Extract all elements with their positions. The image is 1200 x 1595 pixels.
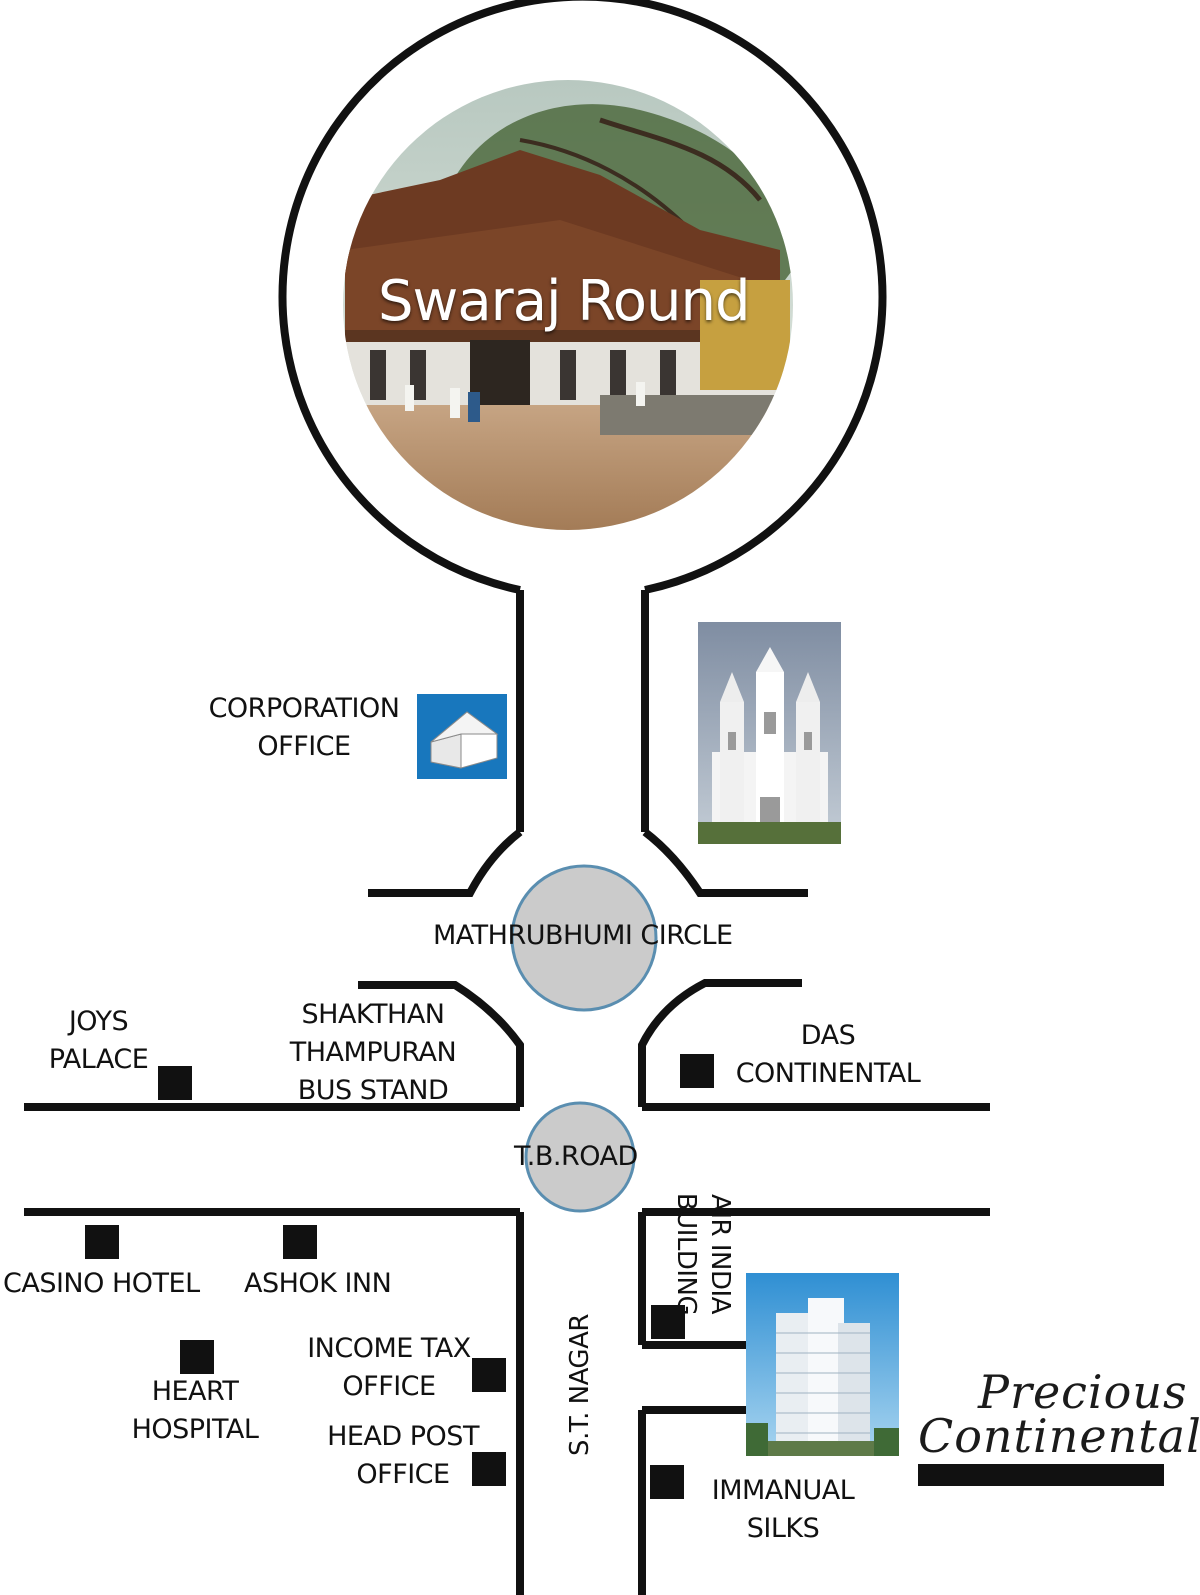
building-icon [417,694,507,779]
das-continental-line2: CONTINENTAL [735,1058,921,1089]
heart-hospital-line2: HOSPITAL [131,1414,259,1445]
tb-road-label: T.B.ROAD [514,1141,638,1172]
apartment-tower-photo [746,1273,899,1456]
heart-hospital-label: HEART HOSPITAL [120,1373,270,1449]
swaraj-round-title: Swaraj Round [378,269,751,334]
shakthan-bus-stand-label: SHAKTHAN THAMPURAN BUS STAND [280,996,466,1110]
immanual-silks-label: IMMANUAL SILKS [698,1472,868,1548]
ashok-inn-marker [283,1225,317,1259]
income-tax-office-label: INCOME TAX OFFICE [300,1330,478,1406]
corporation-office-label: CORPORATION OFFICE [204,690,404,766]
tb-road-roads [24,1103,990,1595]
casino-hotel-label: CASINO HOTEL [3,1268,200,1299]
joys-palace-line1: JOYS [68,1006,129,1037]
shakthan-line2: THAMPURAN [289,1037,457,1068]
joys-palace-label: JOYS PALACE [46,1003,151,1079]
casino-hotel-marker [85,1225,119,1259]
heart-hospital-marker [180,1340,214,1374]
income-tax-marker [472,1358,506,1392]
immanual-silks-line2: SILKS [746,1513,820,1544]
precious-continental-logo: Precious Continental [918,1365,1200,1486]
shakthan-line3: BUS STAND [297,1075,449,1106]
das-continental-marker [680,1054,714,1088]
mathrubhumi-circle-label: MATHRUBHUMI CIRCLE [433,920,733,951]
tb-road-circle [524,1101,636,1213]
head-post-office-label: HEAD POST OFFICE [320,1418,486,1494]
das-continental-line1: DAS [800,1020,856,1051]
joys-palace-marker [158,1066,192,1100]
income-tax-line1: INCOME TAX [307,1333,471,1364]
st-nagar-label: S.T. NAGAR [565,1314,595,1456]
brand-line1: Precious [978,1365,1188,1419]
corporation-office-line2: OFFICE [257,731,351,762]
ashok-inn-label: ASHOK INN [244,1268,392,1299]
heart-hospital-line1: HEART [151,1376,239,1407]
corporation-office-line1: CORPORATION [208,693,400,724]
swaraj-round-photo [343,80,793,530]
income-tax-line2: OFFICE [342,1371,436,1402]
head-post-line1: HEAD POST [327,1421,479,1452]
air-india-line1: AIR INDIA [705,1194,735,1314]
immanual-silks-marker [650,1465,684,1499]
mathrubhumi-roads [358,828,808,1107]
head-post-marker [472,1452,506,1486]
joys-palace-line2: PALACE [48,1044,149,1075]
air-india-marker [651,1305,685,1339]
das-continental-label: DAS CONTINENTAL [728,1017,928,1093]
brand-line2: Continental [918,1409,1200,1463]
head-post-line2: OFFICE [356,1459,450,1490]
mathrubhumi-circle [510,864,658,1012]
swaraj-round-outline [278,0,887,832]
church-photo [698,622,841,844]
immanual-silks-line1: IMMANUAL [711,1475,855,1506]
shakthan-line1: SHAKTHAN [301,999,445,1030]
brand-tagline-bar [918,1464,1164,1486]
